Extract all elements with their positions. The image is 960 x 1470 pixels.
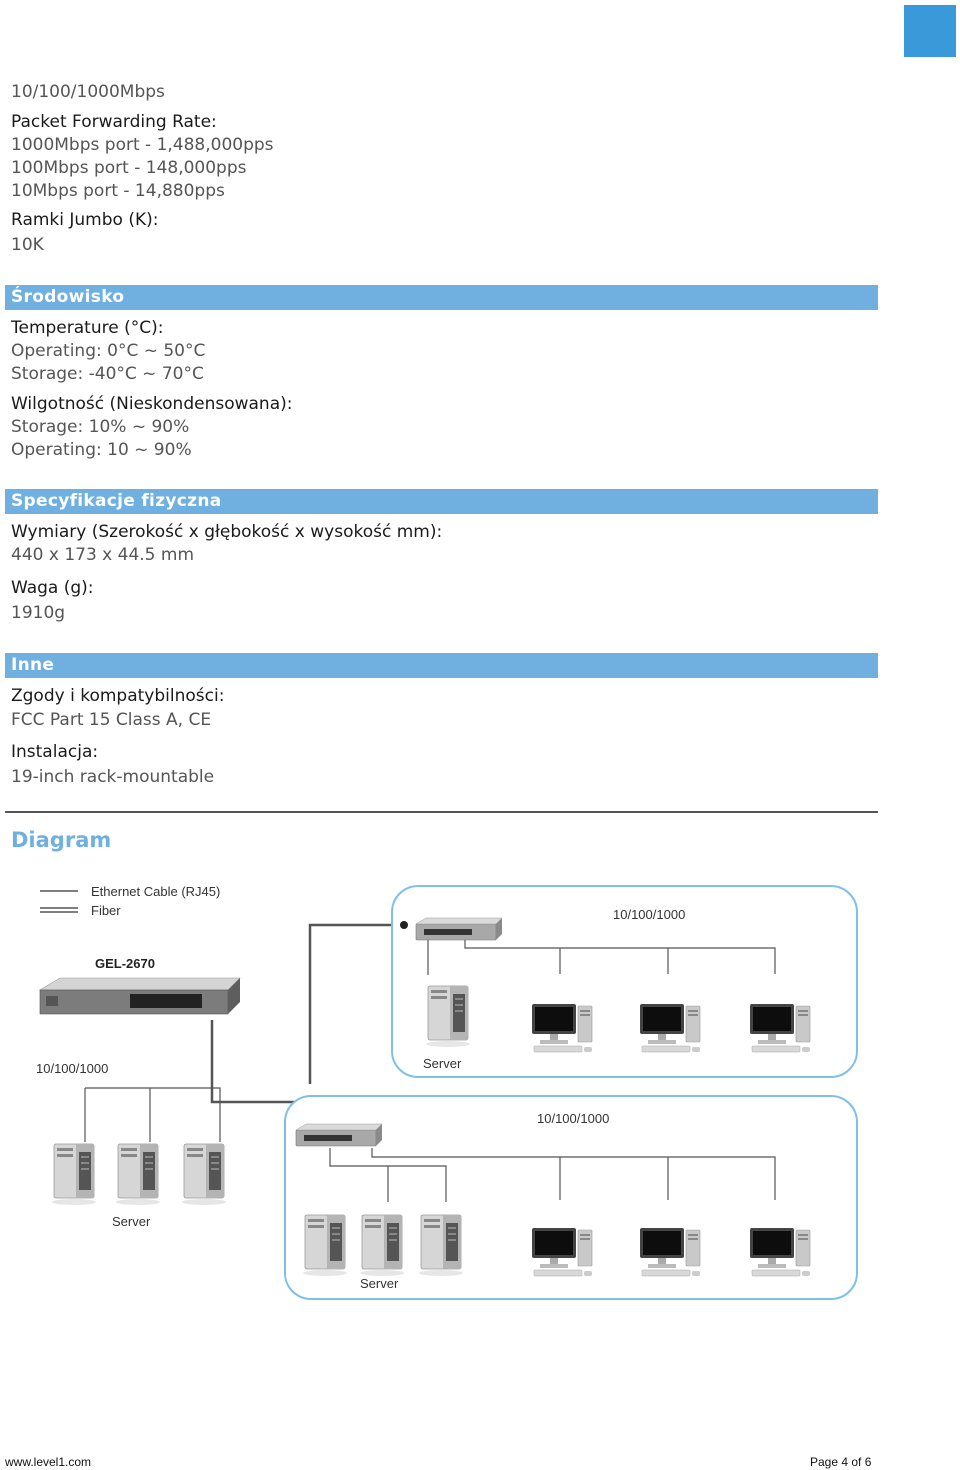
compliance-spec: Zgody i kompatybilności: FCC Part 15 Cla… bbox=[11, 685, 877, 732]
pfr-10: 10Mbps port - 14,880pps bbox=[11, 181, 225, 201]
dimensions-spec: Wymiary (Szerokość x głębokość x wysokoś… bbox=[11, 521, 877, 567]
pfr-label: Packet Forwarding Rate: bbox=[11, 112, 217, 132]
temperature-operating: Operating: 0°C ~ 50°C bbox=[11, 341, 206, 361]
divider-line bbox=[5, 811, 878, 813]
network-diagram: Ethernet Cable (RJ45) Fiber GEL-2670 10/… bbox=[36, 884, 858, 1300]
top-group-frame bbox=[391, 885, 858, 1078]
left-speed-label: 10/100/1000 bbox=[36, 1061, 108, 1076]
top-group-port bbox=[400, 921, 408, 929]
diagram-title: Diagram bbox=[11, 828, 112, 852]
dimensions-label: Wymiary (Szerokość x głębokość x wysokoś… bbox=[11, 522, 443, 542]
pfr-1000: 1000Mbps port - 1,488,000pps bbox=[11, 135, 274, 155]
temperature-spec: Temperature (°C): Operating: 0°C ~ 50°C … bbox=[11, 317, 877, 386]
humidity-spec: Wilgotność (Nieskondensowana): Storage: … bbox=[11, 393, 877, 462]
temperature-label: Temperature (°C): bbox=[11, 318, 164, 338]
left-server-2 bbox=[115, 1143, 161, 1206]
footer-page-number: Page 4 of 6 bbox=[810, 1455, 872, 1469]
top-server-label: Server bbox=[423, 1056, 462, 1071]
humidity-label: Wilgotność (Nieskondensowana): bbox=[11, 394, 293, 414]
temperature-storage: Storage: -40°C ~ 70°C bbox=[11, 364, 204, 384]
jumbo-value: 10K bbox=[11, 235, 44, 255]
corner-accent-box bbox=[904, 5, 956, 57]
bottom-group-switch bbox=[295, 1123, 383, 1147]
left-server-1 bbox=[51, 1143, 97, 1206]
installation-spec: Instalacja: 19-inch rack-mountable bbox=[11, 741, 877, 789]
section-header-physical: Specyfikacje fizyczna bbox=[5, 489, 878, 514]
jumbo-frames: Ramki Jumbo (K): 10K bbox=[11, 209, 877, 257]
top-specs: 10/100/1000Mbps bbox=[11, 81, 877, 104]
top-group-speed: 10/100/1000 bbox=[613, 907, 685, 922]
bottom-server-label: Server bbox=[360, 1276, 399, 1291]
footer-website: www.level1.com bbox=[5, 1455, 92, 1469]
weight-value: 1910g bbox=[11, 603, 66, 623]
left-server-label: Server bbox=[112, 1214, 151, 1229]
section-header-environment: Środowisko bbox=[5, 285, 878, 310]
legend-ethernet-label: Ethernet Cable (RJ45) bbox=[91, 884, 220, 899]
compliance-value: FCC Part 15 Class A, CE bbox=[11, 710, 212, 730]
compliance-label: Zgody i kompatybilności: bbox=[11, 686, 225, 706]
weight-spec: Waga (g): 1910g bbox=[11, 577, 877, 625]
bottom-server-3 bbox=[418, 1214, 464, 1277]
humidity-storage: Storage: 10% ~ 90% bbox=[11, 417, 190, 437]
legend-fiber-label: Fiber bbox=[91, 903, 121, 918]
bottom-pc-bus bbox=[371, 1148, 776, 1200]
main-switch-label: GEL-2670 bbox=[95, 956, 155, 971]
pfr-100: 100Mbps port - 148,000pps bbox=[11, 158, 247, 178]
jumbo-label: Ramki Jumbo (K): bbox=[11, 210, 159, 230]
bottom-group-speed: 10/100/1000 bbox=[537, 1111, 609, 1126]
main-switch-icon bbox=[38, 977, 241, 1015]
top-group-switch bbox=[415, 917, 503, 941]
humidity-operating: Operating: 10 ~ 90% bbox=[11, 440, 192, 460]
top-bus-line bbox=[464, 940, 776, 974]
top-server bbox=[425, 985, 471, 1048]
section-header-other: Inne bbox=[5, 653, 878, 678]
packet-forwarding: Packet Forwarding Rate: 1000Mbps port - … bbox=[11, 111, 877, 203]
dimensions-value: 440 x 173 x 44.5 mm bbox=[11, 545, 195, 565]
left-bus-line bbox=[85, 1087, 221, 1142]
bottom-server-1 bbox=[302, 1214, 348, 1277]
installation-label: Instalacja: bbox=[11, 742, 99, 762]
installation-value: 19-inch rack-mountable bbox=[11, 767, 215, 787]
fiber-link-top bbox=[308, 923, 404, 1084]
weight-label: Waga (g): bbox=[11, 578, 94, 598]
bottom-server-2 bbox=[359, 1214, 405, 1277]
left-server-3 bbox=[181, 1143, 227, 1206]
speed-value: 10/100/1000Mbps bbox=[11, 82, 165, 102]
